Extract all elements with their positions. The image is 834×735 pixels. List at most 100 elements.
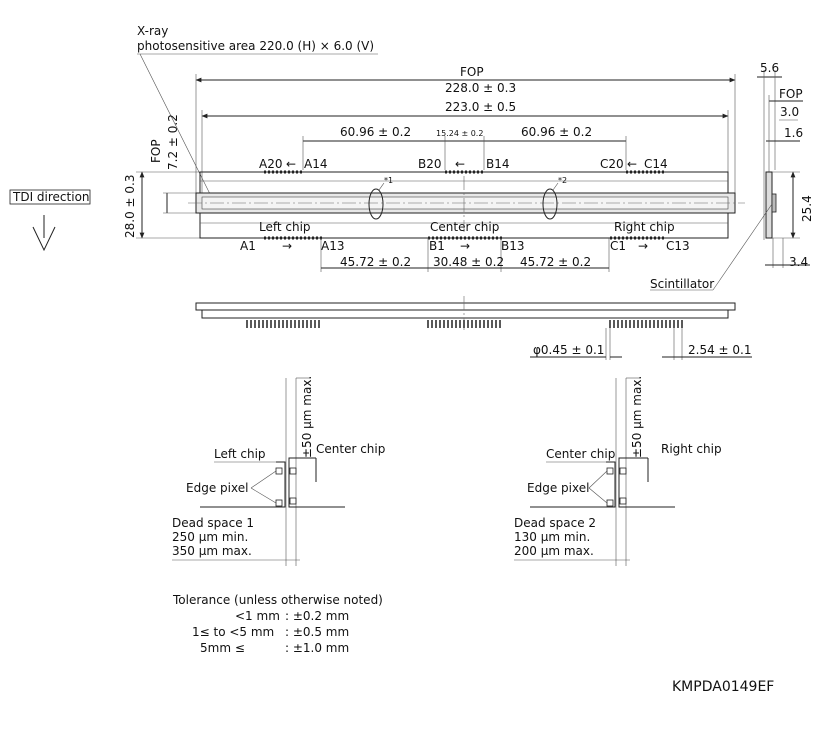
d1-edge-leader-top xyxy=(250,470,277,489)
d1-dead-space-title: Dead space 1 xyxy=(172,516,254,530)
height-dim: 28.0 ± 0.3 xyxy=(123,175,137,239)
d2-dead-space-title: Dead space 2 xyxy=(514,516,596,530)
d1-edge-leader-bottom xyxy=(250,487,277,504)
arrow-b: ← xyxy=(455,157,465,171)
pin-a1: A1 xyxy=(240,239,256,253)
dim-3-0: 3.0 xyxy=(780,105,799,119)
pin-b20: B20 xyxy=(418,157,442,171)
arrow-c: ← xyxy=(627,157,637,171)
dim-bottom-mid: 30.48 ± 0.2 xyxy=(433,255,504,269)
dim-top-left: 60.96 ± 0.2 xyxy=(340,125,411,139)
d1-dead-space-min: 250 μm min. xyxy=(172,530,248,544)
dim-bottom-left: 45.72 ± 0.2 xyxy=(340,255,411,269)
xray-label: X-ray xyxy=(137,24,168,38)
right-chip-label: Right chip xyxy=(614,220,675,234)
dim-3-4: 3.4 xyxy=(789,255,808,269)
arrow-b-bottom: → xyxy=(460,239,470,253)
pin-b14: B14 xyxy=(486,157,510,171)
note-1: *1 xyxy=(384,176,393,185)
pin-view-fop xyxy=(195,302,736,311)
pin-view-board xyxy=(201,309,729,319)
tdi-arrow-icon xyxy=(32,215,56,252)
tolerance-row1-value: : ±0.2 mm xyxy=(285,609,349,623)
d2-dead-space-max: 200 μm max. xyxy=(514,544,594,558)
d2-edge-pixel-bottom xyxy=(606,499,614,507)
d1-edge-pixel-top xyxy=(275,467,283,475)
d1-center-chip: Center chip xyxy=(316,442,385,456)
d2-right-pixel-top xyxy=(619,467,627,475)
pin-view: φ0.45 ± 0.1 2.54 ± 0.1 xyxy=(195,296,752,360)
pin-a14: A14 xyxy=(304,157,327,171)
d1-left-chip: Left chip xyxy=(214,447,266,461)
drawing-code: KMPDA0149EF xyxy=(672,679,774,695)
arrow-a: ← xyxy=(286,157,296,171)
d1-left-chip-outline xyxy=(200,461,286,508)
dim-25-4: 25.4 xyxy=(800,195,814,222)
d2-edge-pixel-top xyxy=(606,467,614,475)
d2-left-chip: Center chip xyxy=(546,447,615,461)
detail-2: ±50 μm max. Center chip Right chip Edge … xyxy=(514,376,722,566)
d1-edge-pixel-bottom xyxy=(275,499,283,507)
chip-gap-1-marker xyxy=(368,188,384,220)
pin-row-c xyxy=(609,320,683,328)
d2-left-chip-outline xyxy=(530,461,616,508)
fop-overall-label: FOP xyxy=(460,65,484,79)
side-view: 5.6 FOP 3.0 1.6 25.4 3.4 Scintillator xyxy=(650,61,814,291)
d2-dead-space-min: 130 μm min. xyxy=(514,530,590,544)
dim-bottom-right: 45.72 ± 0.2 xyxy=(520,255,591,269)
pin-pitch: 2.54 ± 0.1 xyxy=(688,343,752,357)
center-chip-label: Center chip xyxy=(430,220,499,234)
dim-1-6: 1.6 xyxy=(784,126,803,140)
scintillator-leader xyxy=(712,203,773,291)
note-1-leader xyxy=(378,182,385,191)
fop-left-dim: 7.2 ± 0.2 xyxy=(166,114,180,170)
d2-right-chip: Right chip xyxy=(661,442,722,456)
dim-overall: 228.0 ± 0.3 xyxy=(445,81,516,95)
d1-center-pixel-bottom xyxy=(289,497,297,505)
pin-c13: C13 xyxy=(666,239,690,253)
tdi-direction-box xyxy=(9,189,91,205)
top-view: X-ray photosensitive area 220.0 (H) × 6.… xyxy=(9,24,745,272)
arrow-c-bottom: → xyxy=(638,239,648,253)
chip-gap-2-marker xyxy=(542,188,558,220)
fop-left-label: FOP xyxy=(149,139,163,163)
tolerance-row3-value: : ±1.0 mm xyxy=(285,641,349,655)
dim-top-right: 60.96 ± 0.2 xyxy=(521,125,592,139)
d1-edge-pixel: Edge pixel xyxy=(186,481,248,495)
pin-c14: C14 xyxy=(644,157,668,171)
side-fop-label: FOP xyxy=(779,87,803,101)
d1-dead-space-max: 350 μm max. xyxy=(172,544,252,558)
d2-gap-max: ±50 μm max. xyxy=(630,376,644,458)
dim-top-mid: 15.24 ± 0.2 xyxy=(436,129,483,138)
d1-center-pixel-top xyxy=(289,467,297,475)
d1-center-chip-outline xyxy=(288,457,345,508)
d2-edge-leader-top xyxy=(588,470,608,489)
left-chip-label: Left chip xyxy=(259,220,311,234)
pin-c1: C1 xyxy=(610,239,626,253)
tolerance-table: Tolerance (unless otherwise noted) <1 mm… xyxy=(172,593,383,655)
pin-c20: C20 xyxy=(600,157,624,171)
side-scintillator xyxy=(771,193,777,213)
d2-right-chip-outline xyxy=(618,457,675,508)
arrow-a-bottom: → xyxy=(282,239,292,253)
pin-diameter: φ0.45 ± 0.1 xyxy=(533,343,604,357)
pin-a20: A20 xyxy=(259,157,282,171)
pin-a13: A13 xyxy=(321,239,344,253)
tolerance-row2-range: 1≤ to <5 mm xyxy=(192,625,274,639)
note-2: *2 xyxy=(558,176,567,185)
d2-edge-leader-bottom xyxy=(588,487,608,504)
d1-gap-max: ±50 μm max. xyxy=(300,376,314,458)
dim-inner: 223.0 ± 0.5 xyxy=(445,100,516,114)
tolerance-row3-range: 5mm ≤ xyxy=(200,641,245,655)
d2-edge-pixel: Edge pixel xyxy=(527,481,589,495)
tolerance-title: Tolerance (unless otherwise noted) xyxy=(172,593,383,607)
pin-row-a xyxy=(246,320,320,328)
tolerance-row2-value: : ±0.5 mm xyxy=(285,625,349,639)
tolerance-row1-range: <1 mm xyxy=(235,609,280,623)
dim-5-6: 5.6 xyxy=(760,61,779,75)
detail-1: ±50 μm max. Left chip Center chip Edge p… xyxy=(172,376,385,566)
scintillator-label: Scintillator xyxy=(650,277,714,291)
pin-row-b xyxy=(427,320,501,328)
note-2-leader xyxy=(552,182,559,191)
